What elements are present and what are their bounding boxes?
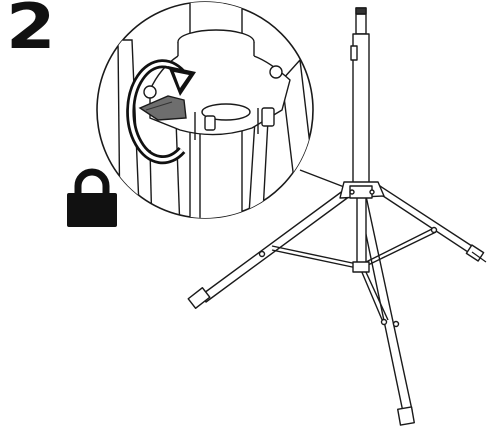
rotate-clockwise-arrow-icon	[126, 59, 196, 165]
leg-braces	[271, 226, 438, 328]
zoom-detail	[96, 1, 314, 219]
center-pole	[350, 7, 370, 185]
zoom-locking-lever	[138, 95, 187, 121]
step-number: 2	[6, 0, 56, 63]
leg-right	[373, 185, 487, 263]
lock-icon	[67, 168, 117, 227]
leg-joint-hub	[339, 181, 385, 199]
tripod-stand	[187, 7, 487, 426]
